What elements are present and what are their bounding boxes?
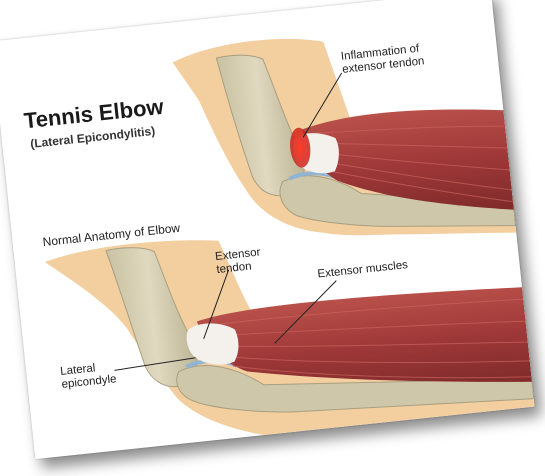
extensor-tendon-label: Extensor tendon: [215, 246, 263, 277]
elbow-anatomy-illustration: [0, 0, 535, 459]
illustration-card: Tennis Elbow (Lateral Epicondylitis) Inf…: [0, 0, 535, 459]
normal-elbow-arm: [44, 204, 535, 456]
